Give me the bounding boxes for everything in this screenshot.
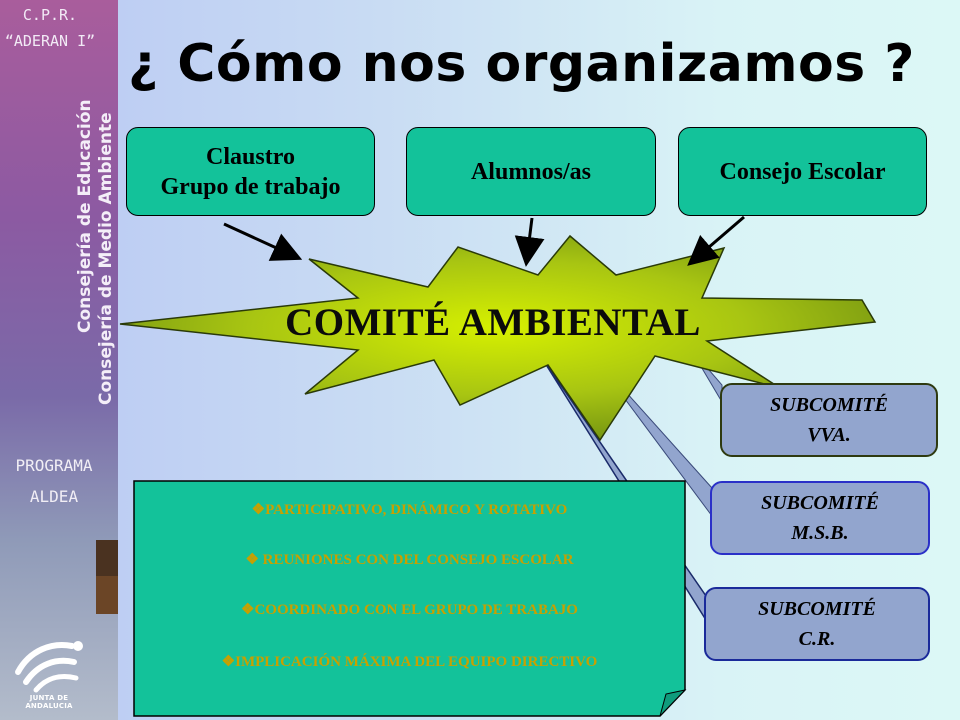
page-title: ¿ Cómo nos organizamos ? — [128, 34, 915, 94]
program-label: PROGRAMA ALDEA — [0, 450, 108, 512]
consejo-escolar-label: Consejo Escolar — [719, 158, 886, 185]
comite-starburst — [119, 234, 877, 442]
program-line-2: ALDEA — [29, 487, 79, 506]
subcomite-cr-line-1: SUBCOMITÉ — [758, 598, 876, 620]
claustro-box: Claustro Grupo de trabajo — [126, 127, 375, 216]
subcomite-msb-line-1: SUBCOMITÉ — [761, 492, 879, 514]
arrow-claustro — [223, 222, 303, 261]
note-item-implicacion: ❖IMPLICACIÓN MÁXIMA DEL EQUIPO DIRECTIVO — [221, 654, 598, 670]
claustro-line-1: Claustro — [206, 143, 295, 170]
alumnos-box: Alumnos/as — [406, 127, 656, 216]
subcomite-cr-box: SUBCOMITÉ C.R. — [704, 587, 930, 661]
notes-fold — [659, 689, 687, 717]
consejo-escolar-box: Consejo Escolar — [678, 127, 927, 216]
junta-logo-icon — [15, 641, 83, 693]
program-line-1: PROGRAMA — [15, 456, 93, 475]
arrow-alumnos — [514, 217, 545, 267]
school-line-1: C.P.R. — [22, 6, 78, 24]
sidebar: C.P.R. “ADERAN I” Consejería de Educació… — [0, 0, 118, 720]
comite-ambiental-label: COMITÉ AMBIENTAL — [285, 301, 701, 344]
arrow-consejo — [687, 215, 745, 266]
subcomite-vva-box: SUBCOMITÉ VVA. — [720, 383, 938, 457]
subcomite-vva-line-1: SUBCOMITÉ — [770, 394, 888, 416]
subcomite-msb-line-2: M.S.B. — [791, 522, 849, 544]
note-item-coordinado: ❖COORDINADO CON EL GRUPO DE TRABAJO — [241, 602, 578, 618]
note-item-reuniones: ❖ REUNIONES CON DEL CONSEJO ESCOLAR — [245, 552, 574, 568]
subcomite-vva-line-2: VVA. — [807, 424, 851, 446]
junta-logo-text: JUNTA DE ANDALUCIA — [25, 694, 73, 710]
school-name: C.P.R. “ADERAN I” — [0, 2, 100, 54]
note-item-participativo: ❖PARTICIPATIVO, DINÁMICO Y ROTATIVO — [251, 502, 568, 518]
claustro-line-2: Grupo de trabajo — [160, 173, 341, 200]
school-line-2: “ADERAN I” — [4, 32, 96, 50]
subcomite-cr-line-2: C.R. — [798, 628, 836, 650]
photo-strip — [96, 540, 118, 576]
subcomite-msb-box: SUBCOMITÉ M.S.B. — [710, 481, 930, 555]
photo-strip-2 — [96, 576, 118, 614]
alumnos-label: Alumnos/as — [470, 158, 592, 185]
